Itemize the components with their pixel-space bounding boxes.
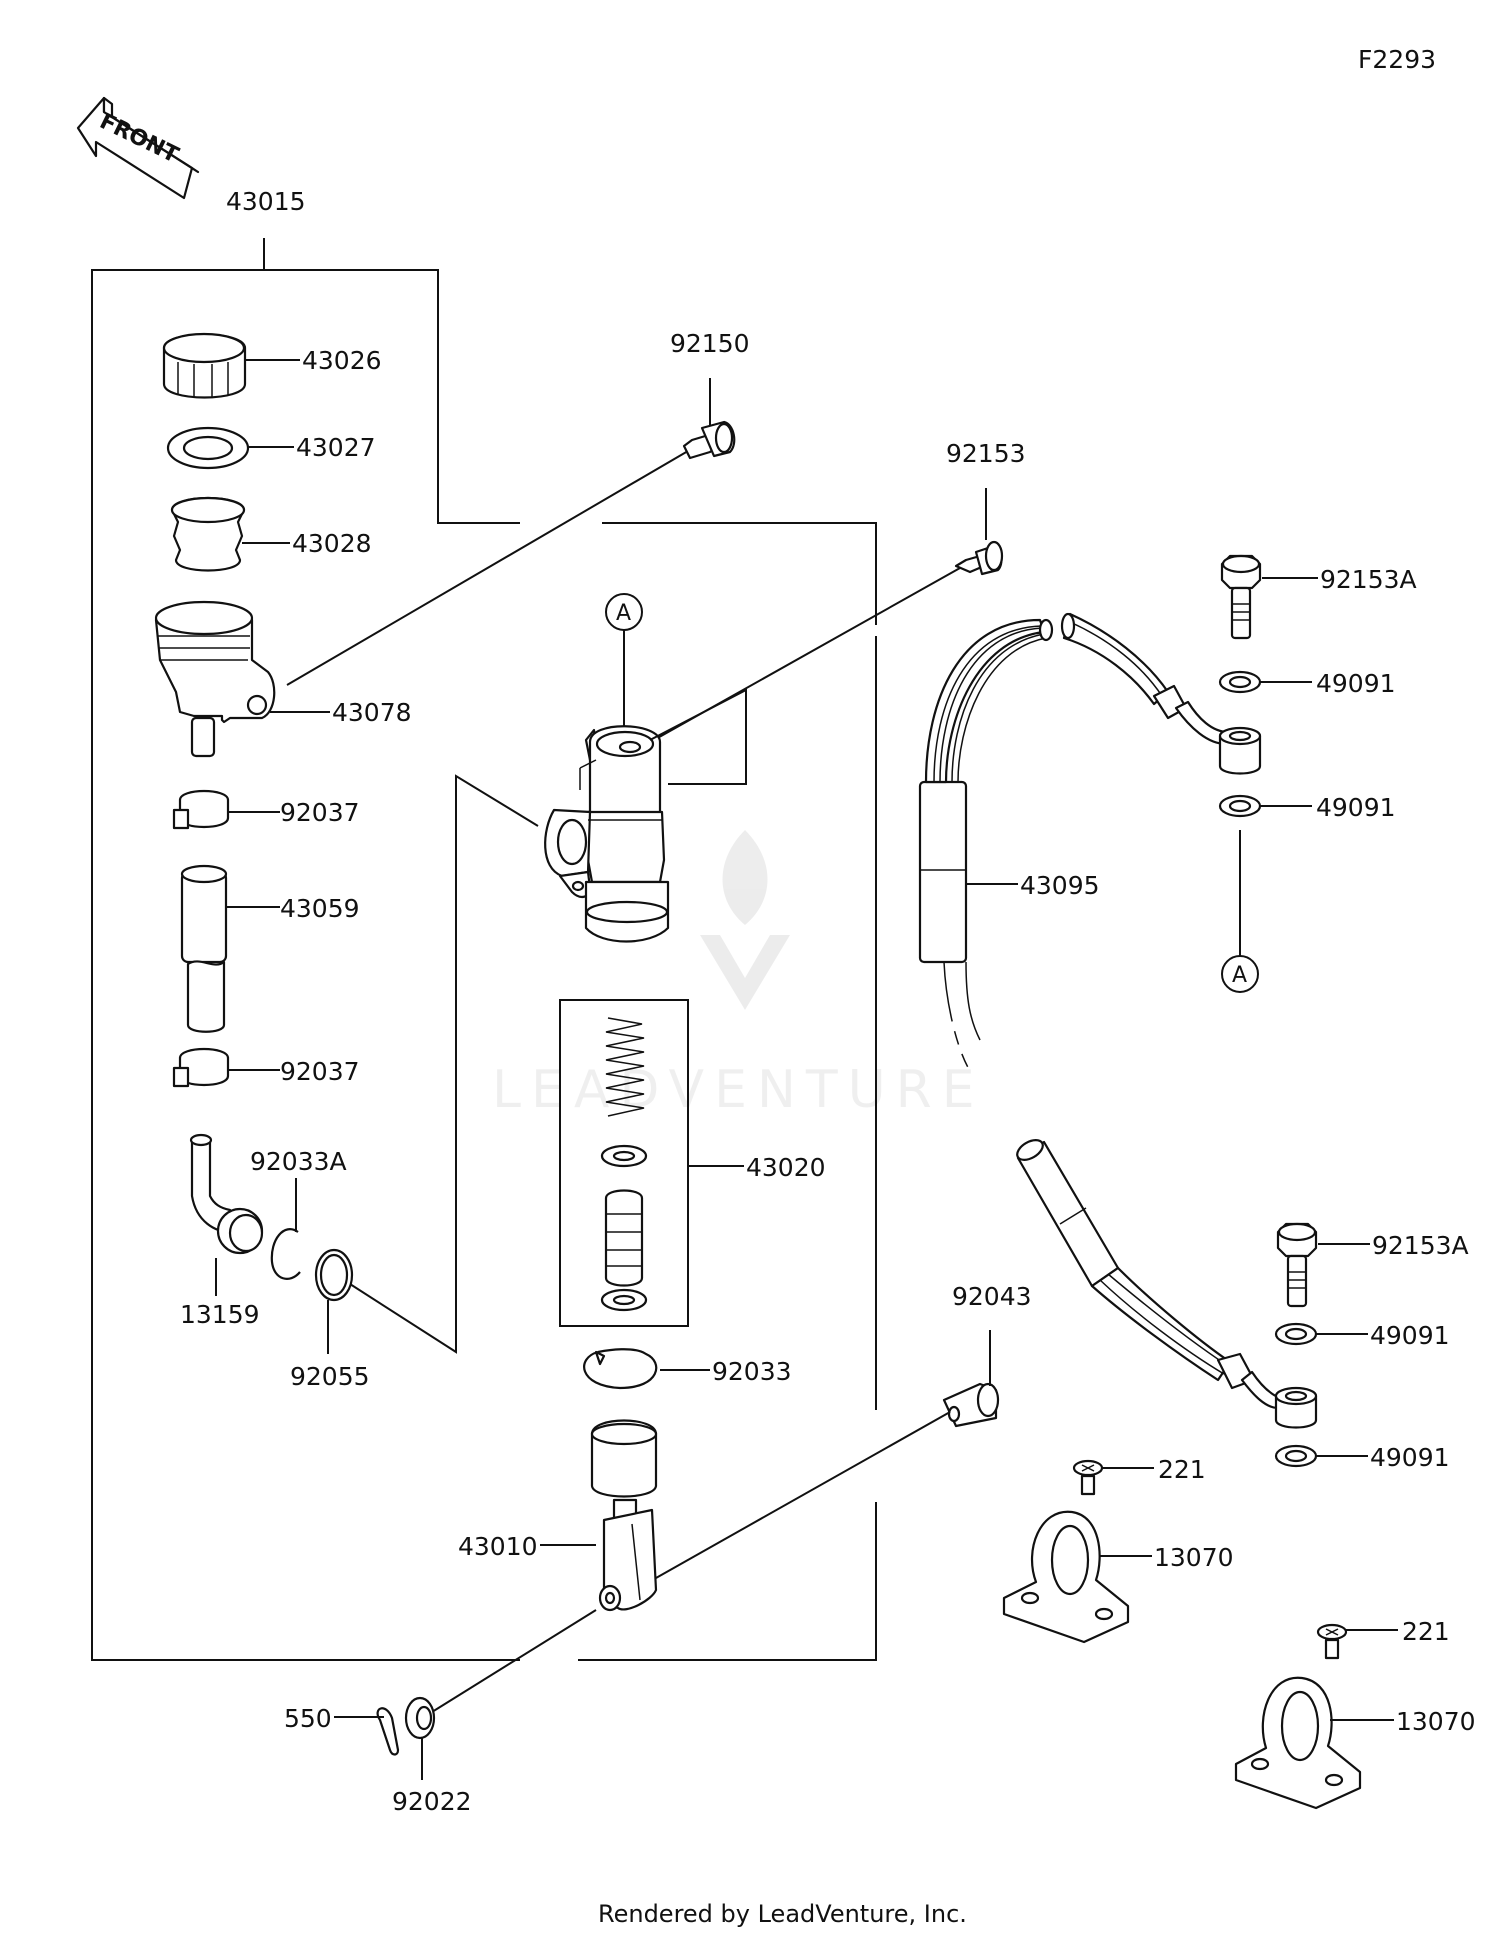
label-49091-b: 49091	[1316, 793, 1396, 822]
callout-a-bottom: A	[1221, 955, 1259, 993]
banjo-fitting-top-icon	[1218, 726, 1262, 775]
callout-a-top: A	[605, 593, 643, 631]
piston-spring-icon	[600, 1017, 648, 1312]
banjo-bolt-bottom-icon	[1276, 1222, 1318, 1308]
label-43059: 43059	[280, 894, 360, 923]
label-92033: 92033	[712, 1357, 792, 1386]
clamp-13070-a-icon	[1002, 1510, 1130, 1644]
hose-clamp-bottom-icon	[172, 1048, 230, 1088]
clevis-pin-icon	[942, 1382, 1000, 1428]
screw-221-a-icon	[1072, 1459, 1104, 1496]
reservoir-cap-icon	[162, 332, 247, 399]
label-49091-a: 49091	[1316, 669, 1396, 698]
label-43020: 43020	[746, 1153, 826, 1182]
label-49091-c: 49091	[1370, 1321, 1450, 1350]
screw-221-b-icon	[1316, 1623, 1348, 1660]
washer-92022-icon	[404, 1696, 436, 1740]
label-92055: 92055	[290, 1362, 370, 1391]
label-92153A-top: 92153A	[1320, 565, 1417, 594]
washer-49091-a-icon	[1218, 670, 1262, 694]
label-92037-top: 92037	[280, 798, 360, 827]
cotter-pin-icon	[376, 1707, 400, 1756]
svg-text:A: A	[616, 601, 631, 626]
label-43010: 43010	[458, 1532, 538, 1561]
label-13070-a: 13070	[1154, 1543, 1234, 1572]
label-550: 550	[284, 1704, 332, 1733]
label-92022: 92022	[392, 1787, 472, 1816]
reservoir-icon	[154, 600, 276, 758]
assembly-43015-outline	[91, 238, 877, 1661]
diaphragm-icon	[170, 496, 246, 572]
elbow-connector-icon	[189, 1133, 264, 1255]
label-43027: 43027	[296, 433, 376, 462]
label-92153A-bottom: 92153A	[1372, 1231, 1469, 1260]
label-92150: 92150	[670, 329, 750, 358]
label-13070-b: 13070	[1396, 1707, 1476, 1736]
label-221-b: 221	[1402, 1617, 1450, 1646]
footer-credit: Rendered by LeadVenture, Inc.	[598, 1900, 967, 1928]
label-43078: 43078	[332, 698, 412, 727]
front-arrow-icon: FRONT	[76, 96, 200, 200]
snap-ring-icon	[583, 1348, 658, 1390]
label-92153: 92153	[946, 439, 1026, 468]
label-13159: 13159	[180, 1300, 260, 1329]
label-221-a: 221	[1158, 1455, 1206, 1484]
snap-ring-small-icon	[270, 1228, 301, 1280]
label-43026: 43026	[302, 346, 382, 375]
label-92037-bottom: 92037	[280, 1057, 360, 1086]
label-92033A: 92033A	[250, 1147, 347, 1176]
hose-clamp-top-icon	[172, 790, 230, 830]
banjo-bolt-top-icon	[1220, 554, 1262, 640]
washer-49091-b-icon	[1218, 794, 1262, 818]
banjo-fitting-bottom-icon	[1274, 1386, 1318, 1429]
reservoir-plate-icon	[166, 426, 250, 470]
brake-hose-icon	[918, 612, 1282, 1410]
label-43015: 43015	[226, 187, 306, 216]
label-43028: 43028	[292, 529, 372, 558]
bolt-92150-icon	[682, 420, 736, 460]
clamp-13070-b-icon	[1234, 1676, 1362, 1810]
washer-49091-c-icon	[1274, 1322, 1318, 1346]
label-49091-d: 49091	[1370, 1443, 1450, 1472]
watermark-text: LEADVENTURE	[492, 1060, 985, 1120]
label-43095: 43095	[1020, 871, 1100, 900]
washer-49091-d-icon	[1274, 1444, 1318, 1468]
push-rod-icon	[590, 1419, 658, 1612]
o-ring-icon	[314, 1248, 354, 1302]
watermark-logo	[700, 830, 790, 1010]
bolt-92153-icon	[954, 540, 1004, 576]
diagram-code: F2293	[1358, 45, 1436, 74]
master-cylinder-icon	[544, 725, 670, 943]
label-92043: 92043	[952, 1282, 1032, 1311]
piston-kit-box	[559, 999, 689, 1327]
svg-text:A: A	[1232, 963, 1247, 988]
hose-lower-icon	[186, 960, 226, 1033]
hose-upper-icon	[180, 864, 228, 964]
